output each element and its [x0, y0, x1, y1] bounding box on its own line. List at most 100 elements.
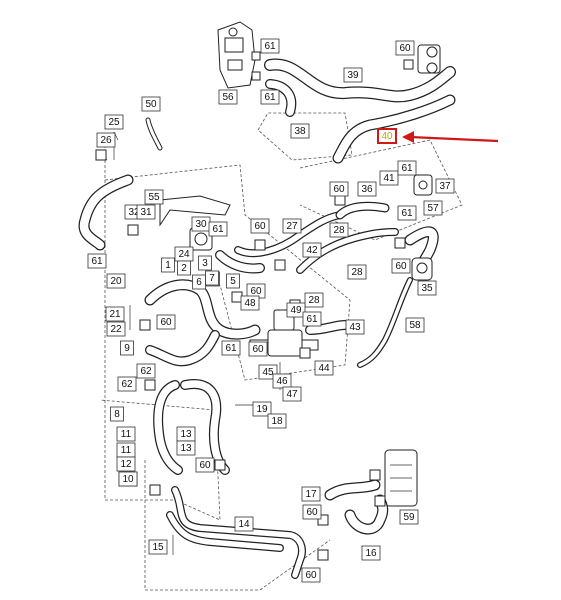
- callout-label: 46: [272, 373, 292, 389]
- callout-number: 50: [145, 99, 157, 110]
- callout-number: 27: [286, 221, 298, 232]
- hose-60-mid: [215, 250, 265, 274]
- callout-number: 60: [305, 570, 317, 581]
- highlight-arrow: [409, 135, 499, 143]
- callout-number: 47: [286, 389, 298, 400]
- callout-number: 36: [361, 184, 373, 195]
- callout-number: 60: [254, 221, 266, 232]
- callout-number: 20: [110, 276, 122, 287]
- callout-label: 35: [417, 280, 437, 296]
- callout-label: 1: [161, 257, 175, 273]
- clamps: [127, 194, 406, 561]
- callout-label: 61: [87, 253, 107, 269]
- callout-number: 7: [209, 273, 215, 284]
- callout-number: 11: [121, 445, 132, 456]
- callout-label: 39: [343, 67, 363, 83]
- group-outline-lower: [144, 460, 331, 591]
- callout-label: 8: [110, 406, 124, 422]
- callout-number: 60: [199, 460, 211, 471]
- callout-number: 40: [381, 131, 393, 142]
- callout-number: 60: [160, 317, 172, 328]
- callout-label: 61: [260, 38, 280, 54]
- callout-label: 45: [258, 364, 278, 380]
- callout-number: 5: [230, 276, 236, 287]
- callout-number: 28: [333, 225, 345, 236]
- pump-30: [189, 227, 213, 251]
- pipe-14: [166, 486, 306, 579]
- callout-number: 46: [276, 376, 288, 387]
- callout-number: 30: [195, 219, 207, 230]
- callout-label: 60: [156, 314, 176, 330]
- hose-17: [324, 479, 381, 501]
- callout-label: 44: [314, 360, 334, 376]
- hose-18: [180, 379, 230, 475]
- callout-number: 1: [165, 260, 171, 271]
- hose-39: [264, 58, 456, 103]
- group-outline-top: [257, 112, 353, 161]
- valve-block: [217, 21, 261, 89]
- callout-number: 9: [124, 343, 130, 354]
- callout-label: 9: [120, 340, 134, 356]
- callout-number: 18: [271, 416, 283, 427]
- callout-label: 13: [176, 426, 196, 442]
- hose-17-link: [153, 380, 183, 475]
- callout-number: 13: [180, 429, 192, 440]
- fitting-37: [413, 174, 433, 196]
- highlight-arrow-head: [402, 131, 414, 143]
- thermostat-housing: [403, 44, 441, 74]
- callout-label: 60: [195, 457, 215, 473]
- callout-label: 14: [234, 516, 254, 532]
- hose-left: [78, 174, 134, 251]
- callout-label: 48: [240, 295, 260, 311]
- callout-number: 48: [244, 298, 256, 309]
- callout-number: 41: [383, 173, 395, 184]
- callout-label: 60: [301, 567, 321, 583]
- callout-label: 61: [397, 160, 417, 176]
- callout-label: 19: [252, 401, 272, 417]
- callout-label: 61: [302, 311, 322, 327]
- callout-number: 11: [121, 429, 132, 440]
- callout-number: 56: [222, 92, 234, 103]
- callout-number: 61: [401, 208, 413, 219]
- callout-number: 19: [256, 404, 268, 415]
- callout-label: 60: [302, 504, 322, 520]
- callout-label: 60: [248, 341, 268, 357]
- callout-number: 6: [196, 277, 202, 288]
- callout-label: 60: [329, 181, 349, 197]
- callout-number: 49: [290, 305, 302, 316]
- callout-number: 2: [181, 263, 187, 274]
- callout-label: 62: [117, 376, 137, 392]
- callout-number: 28: [308, 295, 320, 306]
- callout-label: 10: [118, 471, 138, 487]
- callout-number: 15: [152, 542, 164, 553]
- callout-label: 26: [96, 132, 116, 148]
- callout-label: 28: [329, 222, 349, 238]
- callout-label: 5: [226, 273, 240, 289]
- callout-label: 31: [136, 204, 156, 220]
- callout-number: 61: [264, 92, 276, 103]
- callout-label: 21: [105, 306, 125, 322]
- callout-number: 42: [306, 245, 318, 256]
- callout-label: 56: [218, 89, 238, 105]
- callout-number: 62: [140, 366, 152, 377]
- group-outline-middle: [104, 164, 351, 381]
- callout-label: 13: [176, 440, 196, 456]
- callout-label: 60: [391, 258, 411, 274]
- callout-label: 60: [250, 218, 270, 234]
- hose-9: [145, 330, 220, 367]
- callout-label: 59: [399, 509, 419, 525]
- callout-number: 60: [395, 261, 407, 272]
- pipe-58: [357, 277, 413, 368]
- callout-label: 38: [290, 123, 310, 139]
- callout-highlighted-part: 40: [377, 128, 397, 144]
- callout-label: 50: [141, 96, 161, 112]
- callout-number: 43: [349, 322, 361, 333]
- callout-label: 22: [106, 321, 126, 337]
- callout-label: 18: [267, 413, 287, 429]
- callout-label: 47: [282, 386, 302, 402]
- callout-number: 60: [306, 507, 318, 518]
- callout-label: 12: [116, 456, 136, 472]
- callout-number: 59: [403, 512, 415, 523]
